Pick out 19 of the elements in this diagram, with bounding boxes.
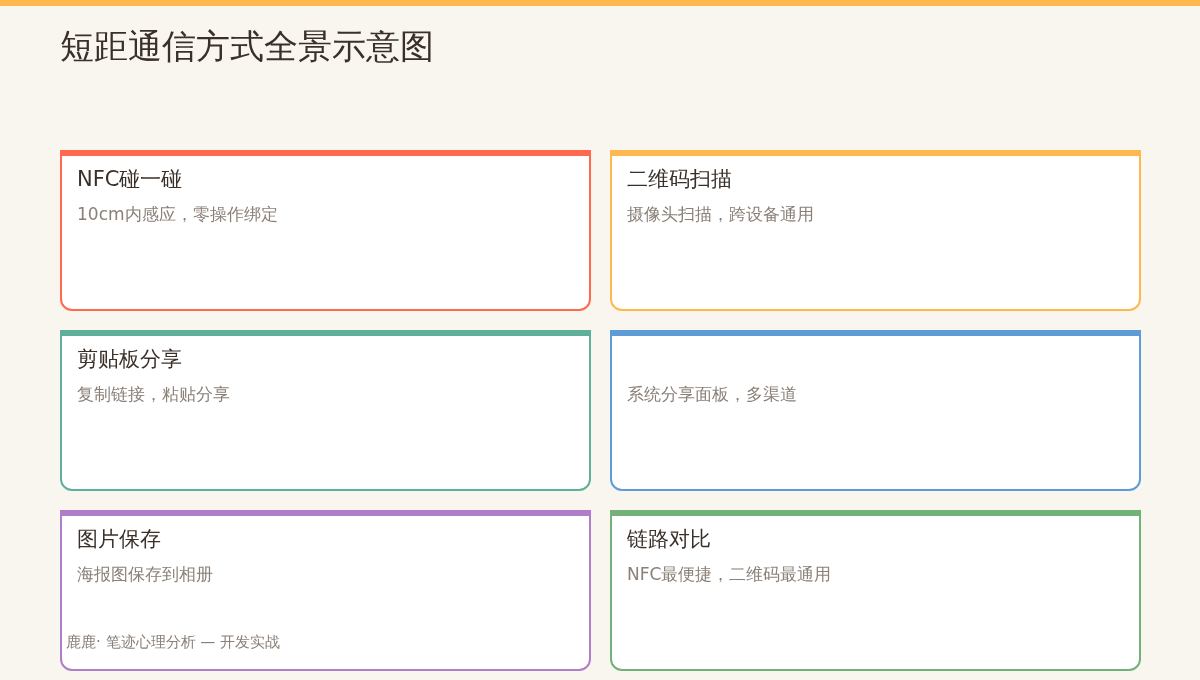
card <box>610 330 1141 491</box>
card <box>60 330 591 491</box>
card <box>60 510 591 671</box>
card-description: 海报图保存到相册 <box>77 563 213 586</box>
card-description: 摄像头扫描，跨设备通用 <box>627 203 814 226</box>
card <box>610 150 1141 311</box>
card-description: 10cm内感应，零操作绑定 <box>77 203 278 226</box>
card-heading: 二维码扫描 <box>627 166 732 193</box>
card-description: 系统分享面板，多渠道 <box>627 383 797 406</box>
card-heading: 链路对比 <box>627 526 711 553</box>
card <box>610 510 1141 671</box>
card-heading: NFC碰一碰 <box>77 166 183 193</box>
footer-text: 鹿鹿· 笔迹心理分析 — 开发实战 <box>66 632 281 652</box>
card <box>60 150 591 311</box>
title: 短距通信方式全景示意图 <box>60 25 434 68</box>
card-description: NFC最便捷，二维码最通用 <box>627 563 832 586</box>
card-description: 复制链接，粘贴分享 <box>77 383 230 406</box>
card-heading: 剪贴板分享 <box>77 346 182 373</box>
card-heading: 图片保存 <box>77 526 161 553</box>
